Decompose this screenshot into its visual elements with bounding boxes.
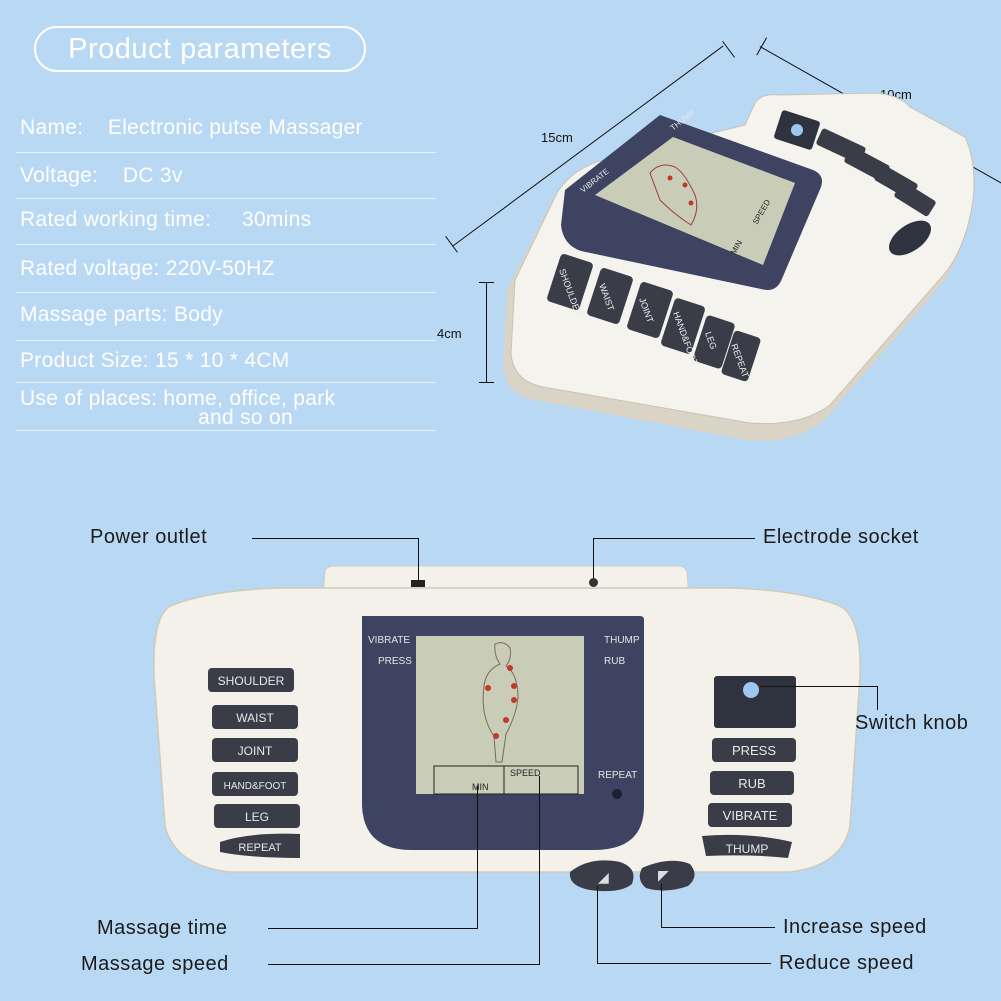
callout-power-outlet: Power outlet bbox=[90, 526, 208, 548]
height-label: 4cm bbox=[437, 326, 462, 341]
vibrate-button[interactable] bbox=[708, 803, 792, 827]
leader-line bbox=[477, 786, 478, 929]
section-title: Product parameters bbox=[34, 26, 366, 72]
divider bbox=[16, 198, 436, 199]
rub-button[interactable] bbox=[710, 771, 794, 795]
hand-foot-button[interactable] bbox=[212, 772, 298, 796]
divider bbox=[16, 382, 436, 383]
thump-button[interactable] bbox=[702, 834, 792, 858]
press-label: PRESS bbox=[732, 743, 776, 758]
electrode-socket-port bbox=[589, 578, 598, 587]
switch-knob-icon bbox=[743, 682, 759, 698]
vibrate-label: VIBRATE bbox=[723, 808, 778, 823]
waist-label: WAIST bbox=[236, 711, 274, 725]
leader-line bbox=[760, 686, 878, 687]
callout-electrode-socket: Electrode socket bbox=[763, 526, 919, 548]
param-product-size: Product Size: 15 * 10 * 4CM bbox=[20, 349, 290, 372]
leader-line bbox=[597, 886, 598, 964]
leader-line bbox=[593, 538, 755, 539]
repeat-button[interactable] bbox=[220, 833, 300, 858]
param-name: Name: Electronic putse Massager bbox=[20, 116, 363, 139]
leader-line bbox=[539, 776, 540, 965]
callout-massage-time: Massage time bbox=[97, 917, 228, 939]
divider bbox=[16, 292, 436, 293]
right-button-column bbox=[702, 738, 796, 858]
hand-foot-label: HAND&FOOT bbox=[224, 781, 287, 792]
joint-button[interactable] bbox=[212, 738, 298, 762]
device-perspective-view: VIBRATE THUMP MIN SPEED SHOULDER WAIST J… bbox=[503, 92, 975, 441]
divider bbox=[16, 430, 436, 431]
shoulder-button[interactable] bbox=[208, 668, 294, 692]
divider bbox=[16, 340, 436, 341]
screen-speed-label: SPEED bbox=[510, 768, 541, 778]
joint-label: JOINT bbox=[238, 744, 273, 758]
leader-line bbox=[593, 538, 594, 580]
rub-label: RUB bbox=[738, 776, 765, 791]
increase-speed-button[interactable] bbox=[639, 860, 695, 891]
dimension-tick bbox=[722, 41, 735, 58]
callout-massage-speed: Massage speed bbox=[81, 953, 229, 975]
dimension-tick bbox=[756, 37, 767, 56]
shoulder-label: SHOULDER bbox=[218, 674, 285, 688]
callout-increase-speed: Increase speed bbox=[783, 916, 927, 938]
divider bbox=[16, 152, 436, 153]
leader-line bbox=[661, 927, 775, 928]
press-button[interactable] bbox=[712, 738, 796, 762]
dimension-tick bbox=[479, 282, 494, 283]
device-front-view: VIBRATE PRESS THUMP RUB REPEAT MIN SPEED… bbox=[153, 566, 861, 892]
screen-vibrate-label: VIBRATE bbox=[368, 635, 410, 646]
reduce-arrow-icon: ◢ bbox=[598, 869, 609, 885]
leader-line bbox=[252, 538, 419, 539]
thump-label: THUMP bbox=[726, 842, 769, 856]
divider bbox=[16, 244, 436, 245]
leader-line bbox=[661, 884, 662, 928]
switch-knob[interactable] bbox=[714, 676, 796, 728]
leg-button[interactable] bbox=[214, 804, 300, 828]
leader-line bbox=[418, 538, 419, 585]
param-voltage: Voltage: DC 3v bbox=[20, 164, 183, 187]
dimension-tick bbox=[445, 236, 458, 253]
param-rated-voltage: Rated voltage: 220V-50HZ bbox=[20, 257, 275, 280]
screen-press-label: PRESS bbox=[378, 656, 412, 667]
reduce-speed-button[interactable] bbox=[569, 860, 634, 892]
screen-thump-label: THUMP bbox=[604, 635, 640, 646]
height-dimension-line bbox=[486, 282, 487, 383]
repeat-indicator bbox=[612, 789, 622, 799]
waist-button[interactable] bbox=[212, 705, 298, 729]
left-button-column bbox=[208, 668, 300, 858]
screen-min-label: MIN bbox=[472, 782, 489, 792]
leader-line bbox=[597, 963, 771, 964]
screen-rub-label: RUB bbox=[604, 656, 625, 667]
increase-arrow-icon: ◤ bbox=[658, 867, 669, 883]
length-label: 15cm bbox=[541, 130, 573, 145]
param-massage-parts: Massage parts: Body bbox=[20, 303, 223, 326]
leader-line bbox=[268, 928, 478, 929]
power-outlet-port bbox=[411, 580, 425, 587]
repeat-label: REPEAT bbox=[238, 842, 281, 854]
callout-reduce-speed: Reduce speed bbox=[779, 952, 914, 974]
leader-line bbox=[268, 964, 540, 965]
screen-repeat-label: REPEAT bbox=[598, 770, 637, 781]
dimension-tick bbox=[479, 382, 494, 383]
callout-switch-knob: Switch knob bbox=[855, 712, 969, 734]
leader-line bbox=[877, 686, 878, 710]
param-working-time: Rated working time: 30mins bbox=[20, 208, 312, 231]
leg-label: LEG bbox=[245, 810, 269, 824]
